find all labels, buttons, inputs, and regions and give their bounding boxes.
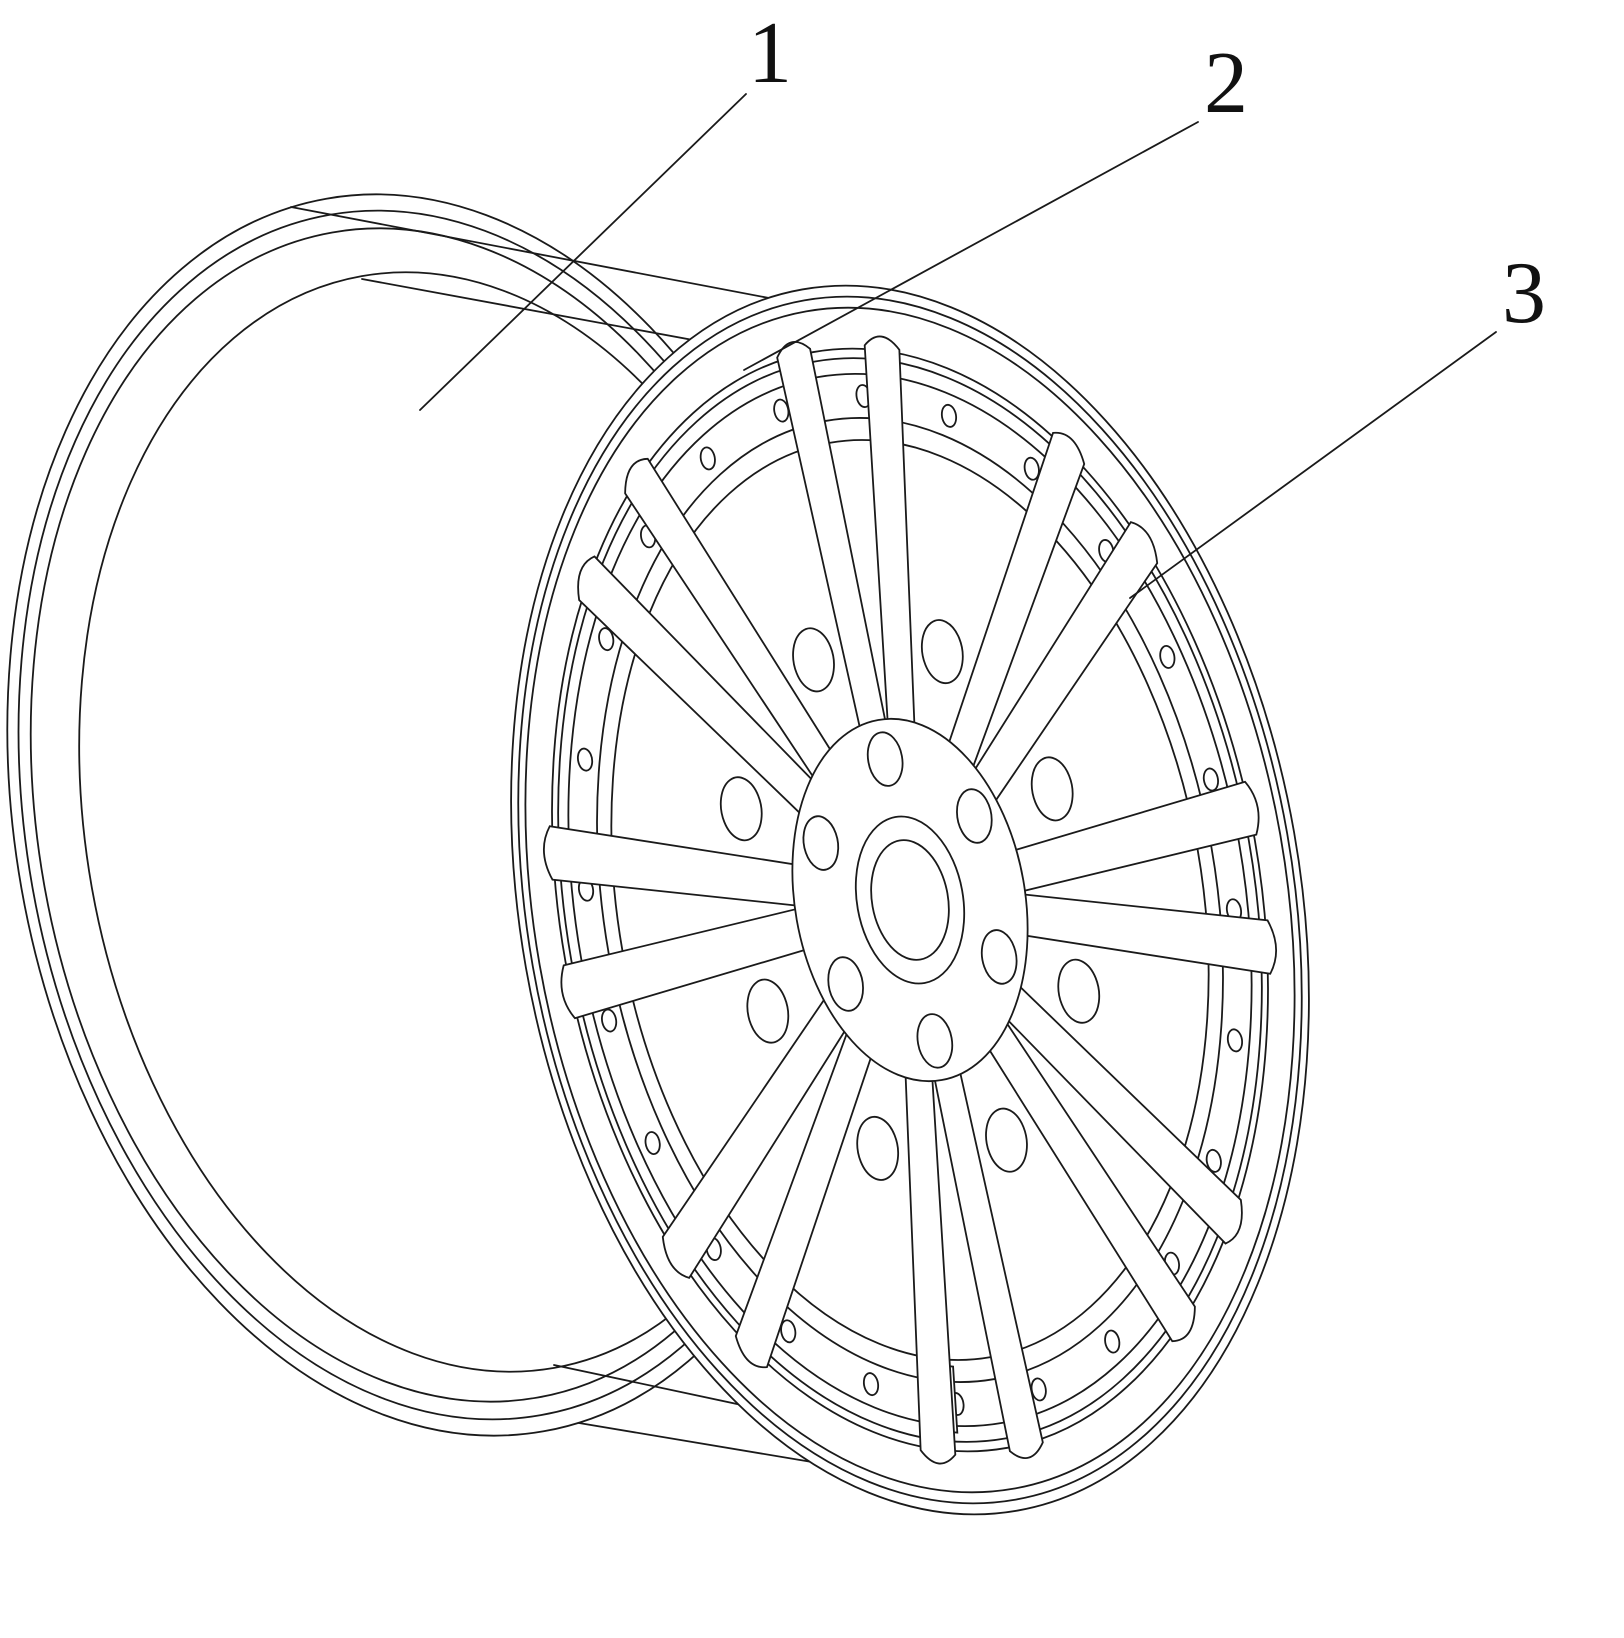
front-lip-ring-2 (427, 234, 1393, 1566)
front-rim-face (418, 222, 1401, 1579)
front-face-edge-ring-inner (476, 302, 1343, 1499)
callout-label-1: 1 (748, 5, 792, 102)
leader-line-2 (743, 121, 1199, 371)
center-bore-inner (862, 834, 958, 966)
leader-line-1 (419, 93, 747, 411)
callout-label-3: 3 (1502, 245, 1546, 342)
hub (715, 609, 1105, 1191)
leader-line-3 (1129, 331, 1497, 599)
front-face-edge-ring (469, 291, 1352, 1508)
callout-label-2: 2 (1204, 35, 1248, 132)
barrel-top-silhouette (290, 206, 770, 299)
flange-outer-ring (489, 319, 1331, 1481)
front-lip-ring-3 (436, 246, 1384, 1554)
